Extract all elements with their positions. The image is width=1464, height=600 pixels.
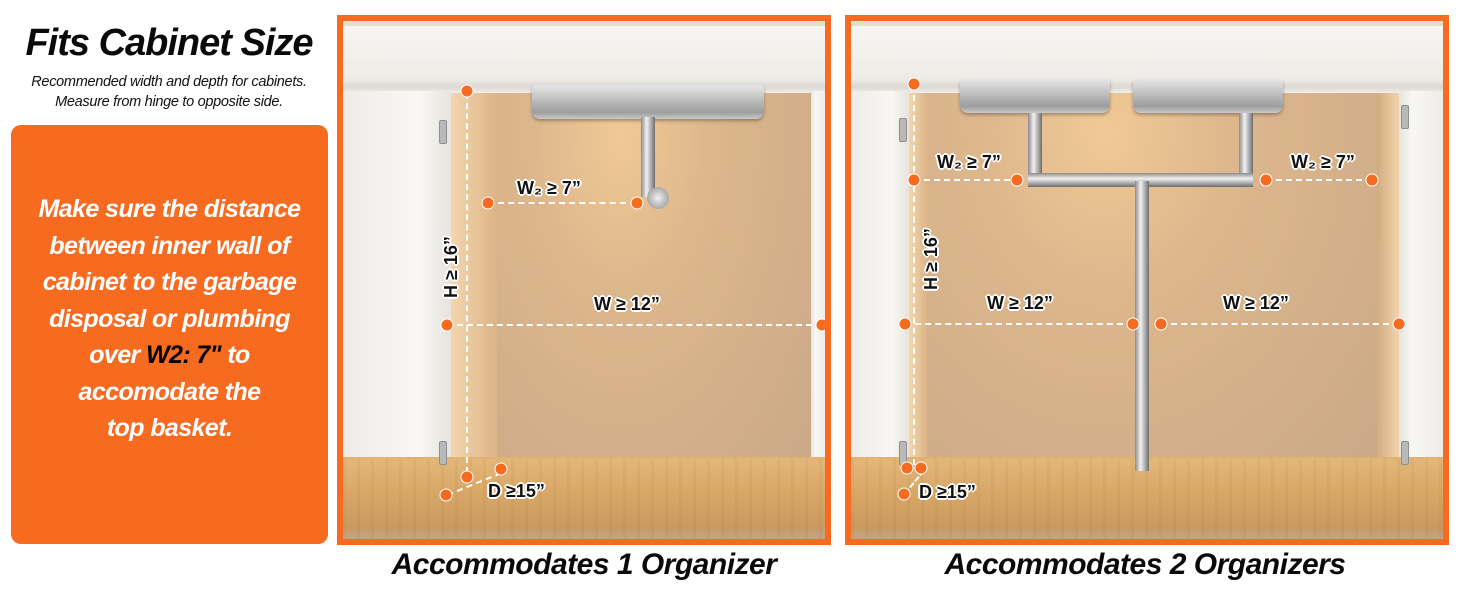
height-label: H ≥ 16” bbox=[921, 228, 941, 290]
height-label: H ≥ 16” bbox=[441, 236, 461, 298]
measure-point bbox=[914, 461, 928, 475]
width-line-right bbox=[1161, 323, 1399, 325]
w2-highlight: W2: 7" bbox=[146, 341, 222, 369]
drain-pipe-right bbox=[1239, 113, 1253, 185]
p-trap bbox=[647, 187, 669, 209]
callout-line: top basket. bbox=[106, 414, 233, 442]
hinge-icon bbox=[1401, 105, 1409, 129]
hinge-icon bbox=[439, 120, 447, 144]
cabinet-door-left bbox=[851, 91, 909, 499]
countertop bbox=[343, 26, 825, 88]
measure-point bbox=[898, 317, 912, 331]
drain-pipe-main bbox=[1135, 181, 1149, 471]
measure-point bbox=[1010, 173, 1024, 187]
subtitle-line-2: Measure from hinge to opposite side. bbox=[55, 94, 283, 110]
cabinet-door-right bbox=[811, 91, 825, 499]
cabinet-door-right bbox=[1399, 91, 1443, 499]
measure-point bbox=[630, 196, 644, 210]
subtitle-line-1: Recommended width and depth for cabinets… bbox=[31, 74, 307, 90]
depth-label: D ≥15” bbox=[919, 482, 976, 502]
measure-point bbox=[439, 488, 453, 502]
drain-pipe bbox=[641, 117, 655, 197]
drain-pipe-left bbox=[1028, 113, 1042, 185]
cabinet-door-left bbox=[343, 91, 451, 499]
measure-point bbox=[907, 77, 921, 91]
measure-point bbox=[494, 462, 508, 476]
measure-point bbox=[907, 173, 921, 187]
callout-text-fragment: to bbox=[220, 341, 250, 369]
width-label-left: W ≥ 12” bbox=[987, 293, 1053, 313]
measure-point bbox=[1126, 317, 1140, 331]
cabinet-floor bbox=[343, 459, 825, 539]
measure-point bbox=[897, 487, 911, 501]
hinge-icon bbox=[439, 441, 447, 465]
height-line bbox=[913, 85, 915, 465]
cabinet-floor bbox=[851, 459, 1443, 539]
sink-basin-left bbox=[960, 79, 1110, 113]
measure-point bbox=[460, 84, 474, 98]
callout-text: Make sure the distance between inner wal… bbox=[11, 191, 328, 447]
width-label-right: W ≥ 12” bbox=[1223, 293, 1289, 313]
cabinet-panel-double-sink: W₂ ≥ 7” W₂ ≥ 7” W ≥ 12” W ≥ 12” H ≥ 16” … bbox=[845, 15, 1449, 545]
measure-point bbox=[900, 461, 914, 475]
w2-line bbox=[488, 202, 636, 204]
w2-label: W₂ ≥ 7” bbox=[517, 178, 581, 198]
hinge-icon bbox=[1401, 441, 1409, 465]
measure-point bbox=[1392, 317, 1406, 331]
cabinet-interior bbox=[923, 93, 1381, 473]
callout-line: between inner wall of bbox=[49, 231, 290, 260]
hinge-icon bbox=[899, 118, 907, 142]
wall bbox=[851, 21, 1443, 27]
measure-point bbox=[815, 318, 825, 332]
width-line-left bbox=[905, 323, 1133, 325]
w2-label-left: W₂ ≥ 7” bbox=[937, 152, 1001, 172]
measure-point bbox=[1154, 317, 1168, 331]
callout-box: Make sure the distance between inner wal… bbox=[11, 125, 328, 544]
drain-crossover bbox=[1028, 173, 1253, 187]
callout-line: cabinet to the garbage bbox=[42, 268, 297, 296]
width-label: W ≥ 12” bbox=[594, 294, 660, 314]
measure-point bbox=[440, 318, 454, 332]
sink-basin-right bbox=[1133, 79, 1283, 113]
cabinet-panel-single-sink: W₂ ≥ 7” W ≥ 12” H ≥ 16” D ≥15” bbox=[337, 15, 831, 545]
cabinet-side-wall bbox=[1377, 93, 1399, 473]
callout-line: over W2: 7" to bbox=[11, 337, 328, 374]
width-line bbox=[447, 324, 822, 326]
wall bbox=[343, 21, 825, 27]
measure-point bbox=[1259, 173, 1273, 187]
callout-line: accomodate the bbox=[78, 377, 262, 406]
callout-line: Make sure the distance bbox=[38, 195, 302, 223]
page-title: Fits Cabinet Size bbox=[25, 22, 313, 64]
w2-line-right bbox=[1266, 179, 1372, 181]
subtitle: Recommended width and depth for cabinets… bbox=[0, 72, 338, 112]
depth-label: D ≥15” bbox=[488, 481, 545, 501]
measure-point bbox=[481, 196, 495, 210]
sink-basin bbox=[532, 85, 764, 119]
measure-point bbox=[1365, 173, 1379, 187]
cabinet-side-wall bbox=[451, 93, 497, 473]
callout-text-fragment: over bbox=[89, 341, 147, 369]
w2-label-right: W₂ ≥ 7” bbox=[1291, 152, 1355, 172]
callout-line: disposal or plumbing bbox=[49, 304, 290, 333]
height-line bbox=[466, 93, 468, 473]
countertop bbox=[851, 26, 1443, 88]
w2-line-left bbox=[914, 179, 1020, 181]
caption-one-organizer: Accommodates 1 Organizer bbox=[391, 548, 777, 581]
measure-point bbox=[460, 470, 474, 484]
caption-two-organizers: Accommodates 2 Organizers bbox=[944, 548, 1346, 581]
